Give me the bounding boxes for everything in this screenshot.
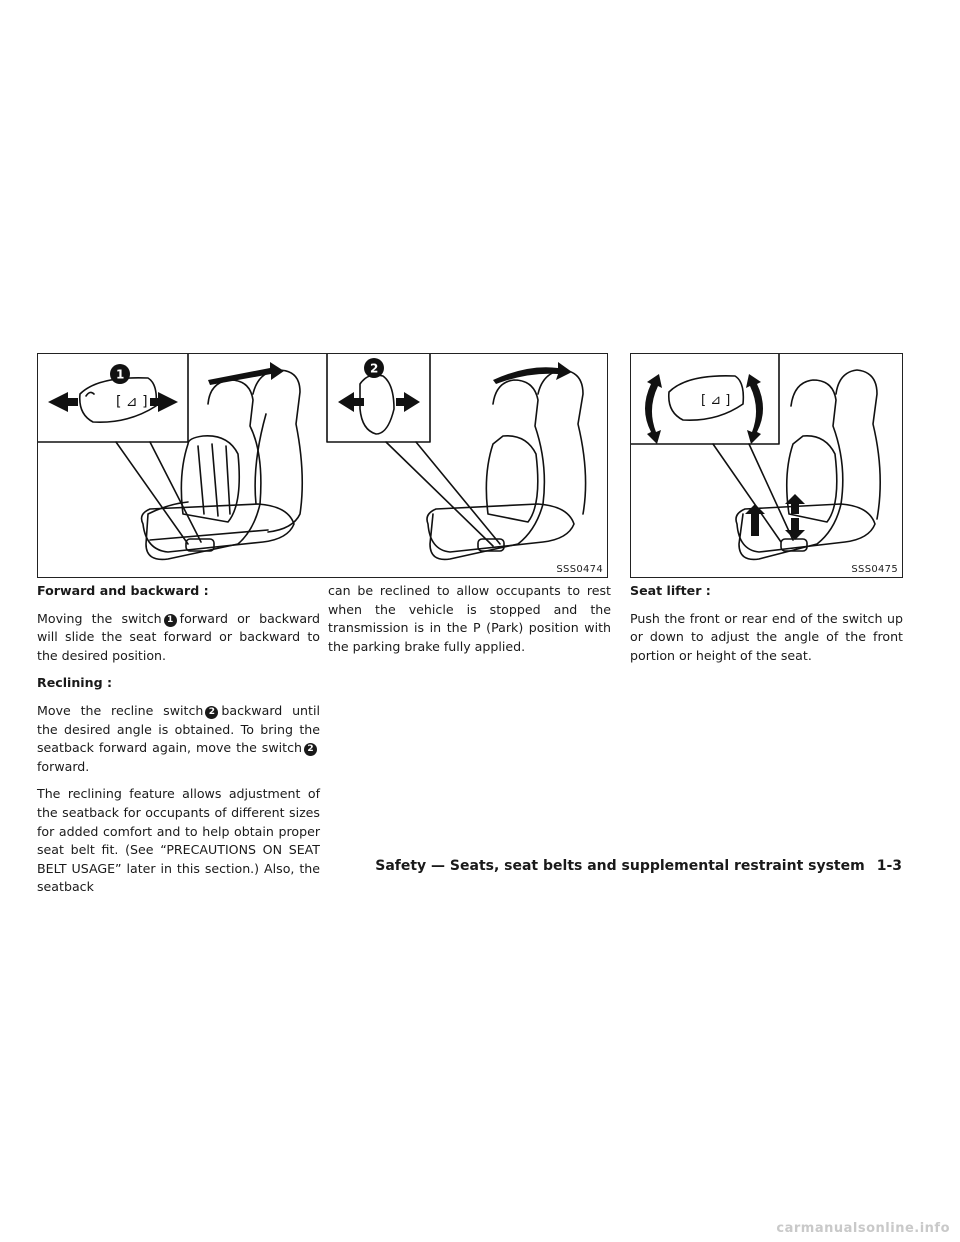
callout-2: 2 <box>370 362 378 376</box>
figure-code: SSS0475 <box>851 564 898 575</box>
page-number: 1-3 <box>876 858 902 874</box>
seat-recline-illustration: [ ⊿ ] 1 2 <box>38 354 587 561</box>
column-3: Seat lifter : Push the front or rear end… <box>630 582 903 674</box>
svg-text:[ ⊿ ]: [ ⊿ ] <box>116 394 148 410</box>
paragraph-reclining-feature: The reclining feature allows adjustment … <box>37 786 320 895</box>
watermark: carmanualsonline.info <box>776 1221 950 1236</box>
column-2: can be reclined to allow occupants to re… <box>328 582 611 665</box>
paragraph-reclining-continued: can be reclined to allow occupants to re… <box>328 583 611 654</box>
figure-code: SSS0474 <box>556 564 603 575</box>
text: forward. <box>37 758 90 774</box>
callout-2-icon: 2 <box>304 743 317 757</box>
callout-1-icon: 1 <box>163 613 177 627</box>
section-title: Safety — Seats, seat belts and supplemen… <box>375 858 865 874</box>
heading-forward-backward: Forward and backward : <box>37 583 209 598</box>
seat-lifter-illustration: [ ⊿ ] <box>631 354 881 561</box>
heading-seat-lifter: Seat lifter : <box>630 583 711 598</box>
figure-sss0474: [ ⊿ ] 1 2 <box>37 353 608 578</box>
page-footer: Safety — Seats, seat belts and supplemen… <box>375 858 902 874</box>
callout-1: 1 <box>116 368 124 382</box>
svg-text:[ ⊿ ]: [ ⊿ ] <box>701 393 730 408</box>
figure-sss0475: [ ⊿ ] SSS0475 <box>630 353 903 578</box>
callout-2-icon: 2 <box>205 705 219 719</box>
text: forward or backward will slide the seat … <box>37 610 320 663</box>
column-1: Forward and backward : Moving the switch… <box>37 582 320 906</box>
text: Move the recline switch <box>37 702 204 718</box>
text: backward until the desired angle is obta… <box>37 702 320 756</box>
text: Moving the switch <box>37 610 162 626</box>
paragraph-seat-lifter: Push the front or rear end of the switch… <box>630 610 903 663</box>
heading-reclining: Reclining : <box>37 675 113 691</box>
